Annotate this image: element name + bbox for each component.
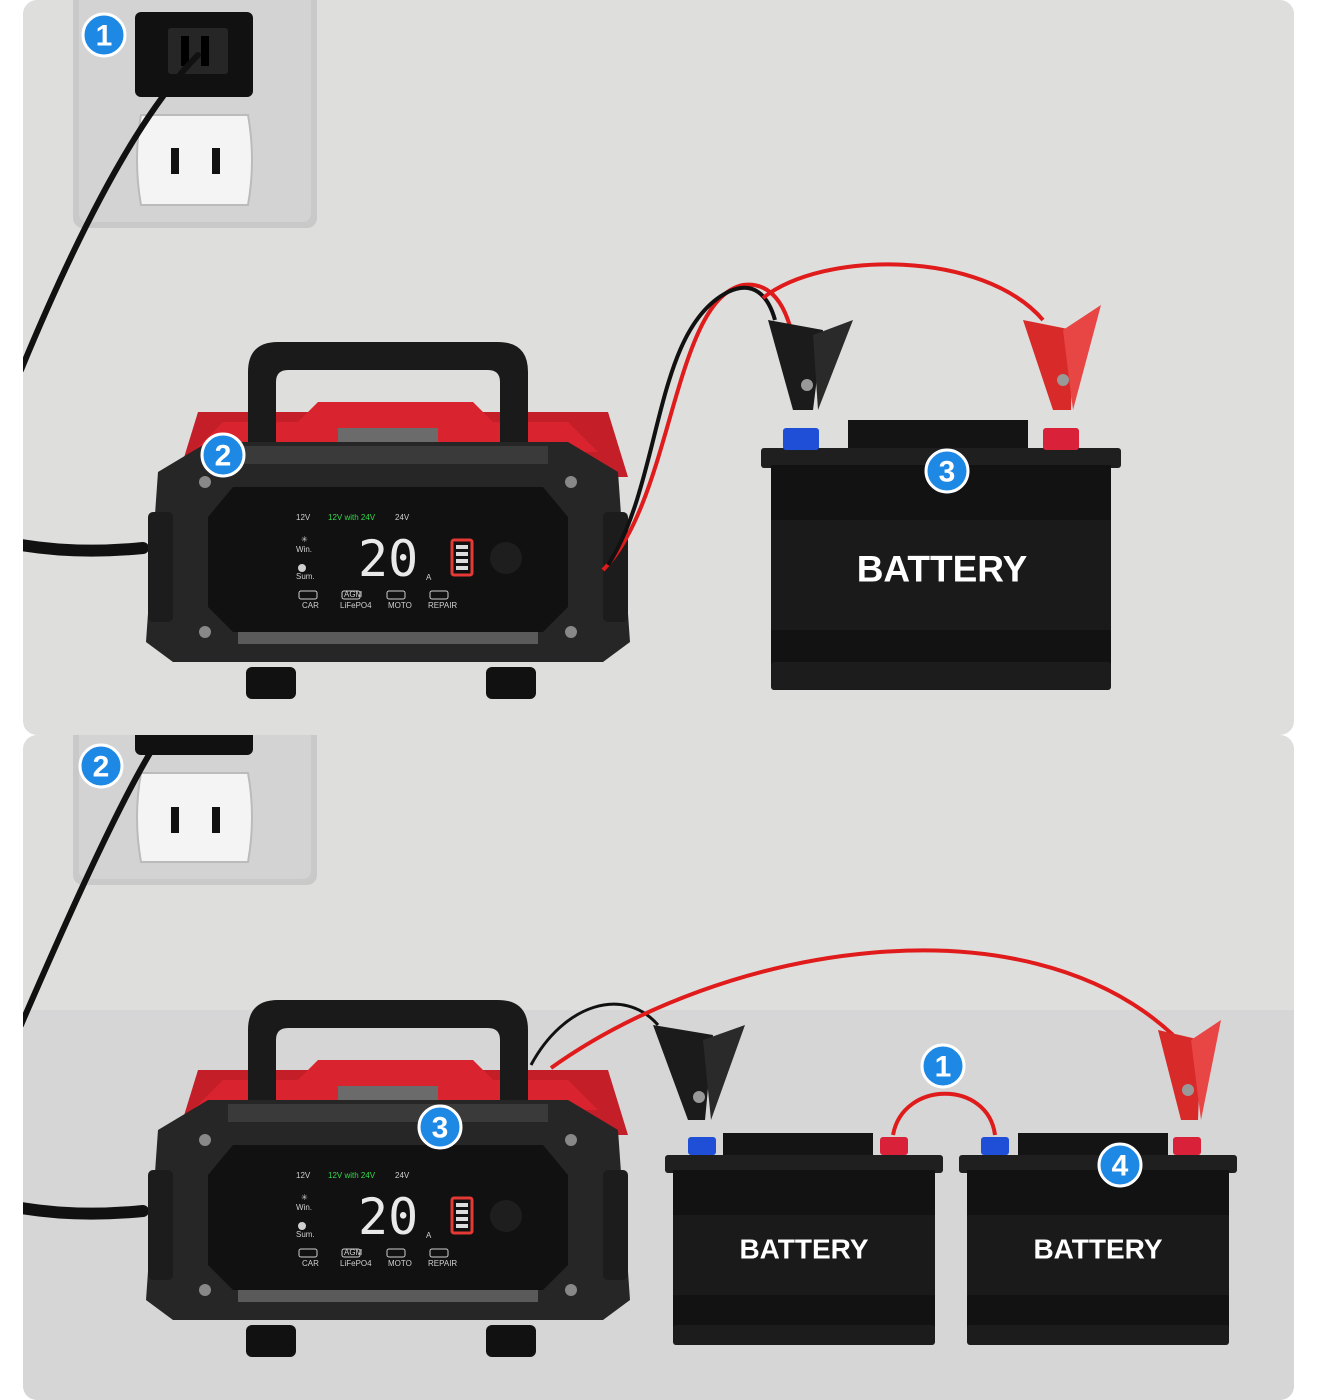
negative-terminal xyxy=(981,1137,1009,1155)
svg-text:1: 1 xyxy=(96,20,113,53)
type-lifepo4-label: LiFePO4 xyxy=(340,1259,372,1268)
negative-terminal xyxy=(783,428,819,450)
winter-label: Win. xyxy=(296,545,312,554)
step-badge-battery: 4 xyxy=(1099,1144,1141,1186)
type-lifepo4-label: LiFePO4 xyxy=(340,601,372,610)
sun-icon xyxy=(298,564,306,572)
battery-label: BATTERY xyxy=(1033,1234,1162,1265)
positive-terminal xyxy=(880,1137,908,1155)
single-battery-panel: 12V 12V with 24V 24V ✳ Win. Sum. 20 A CA… xyxy=(23,0,1294,735)
red-clamp xyxy=(1023,305,1101,410)
type-repair-label: REPAIR xyxy=(428,1259,457,1268)
mode-12v-label: 12V xyxy=(296,513,311,522)
svg-text:1: 1 xyxy=(935,1051,952,1084)
winter-label: Win. xyxy=(296,1203,312,1212)
svg-text:3: 3 xyxy=(939,456,956,489)
mode-12v-24v-label: 12V with 24V xyxy=(328,1171,376,1180)
current-readout: 20 xyxy=(358,530,418,588)
series-battery-illustration: 12V 12V with 24V 24V ✳ Win. Sum. 20 A CA… xyxy=(23,735,1294,1400)
current-unit: A xyxy=(426,1231,432,1240)
type-agm-badge: AGM xyxy=(344,590,363,599)
type-moto-label: MOTO xyxy=(388,601,412,610)
step-badge-battery: 3 xyxy=(926,450,968,492)
black-clamp xyxy=(768,320,853,410)
snowflake-icon: ✳ xyxy=(301,535,308,544)
negative-terminal xyxy=(688,1137,716,1155)
svg-text:2: 2 xyxy=(215,440,232,473)
step-badge-outlet: 1 xyxy=(83,14,125,56)
step-badge-charger: 2 xyxy=(202,434,244,476)
positive-terminal xyxy=(1173,1137,1201,1155)
current-unit: A xyxy=(426,573,432,582)
battery-1: BATTERY xyxy=(665,1133,943,1345)
step-badge-outlet: 2 xyxy=(80,745,122,787)
svg-text:2: 2 xyxy=(93,751,110,784)
mode-24v-label: 24V xyxy=(395,1171,410,1180)
battery-charger: 12V 12V with 24V 24V ✳ Win. Sum. 20 A CA… xyxy=(146,342,630,699)
snowflake-icon: ✳ xyxy=(301,1193,308,1202)
current-readout: 20 xyxy=(358,1188,418,1246)
battery-label: BATTERY xyxy=(739,1234,868,1265)
positive-terminal xyxy=(1043,428,1079,450)
type-car-label: CAR xyxy=(302,1259,319,1268)
svg-text:4: 4 xyxy=(1112,1150,1129,1183)
step-badge-charger: 3 xyxy=(419,1106,461,1148)
step-badge-jumper: 1 xyxy=(922,1045,964,1087)
single-battery-illustration: 12V 12V with 24V 24V ✳ Win. Sum. 20 A CA… xyxy=(23,0,1294,735)
mode-24v-label: 24V xyxy=(395,513,410,522)
mode-12v-24v-label: 12V with 24V xyxy=(328,513,376,522)
type-car-label: CAR xyxy=(302,601,319,610)
series-battery-panel: 12V 12V with 24V 24V ✳ Win. Sum. 20 A CA… xyxy=(23,735,1294,1400)
summer-label: Sum. xyxy=(296,572,315,581)
type-moto-label: MOTO xyxy=(388,1259,412,1268)
sun-icon xyxy=(298,1222,306,1230)
svg-text:3: 3 xyxy=(432,1112,449,1145)
battery-label: BATTERY xyxy=(857,549,1028,590)
type-repair-label: REPAIR xyxy=(428,601,457,610)
summer-label: Sum. xyxy=(296,1230,315,1239)
mode-12v-label: 12V xyxy=(296,1171,311,1180)
type-agm-badge: AGM xyxy=(344,1248,363,1257)
